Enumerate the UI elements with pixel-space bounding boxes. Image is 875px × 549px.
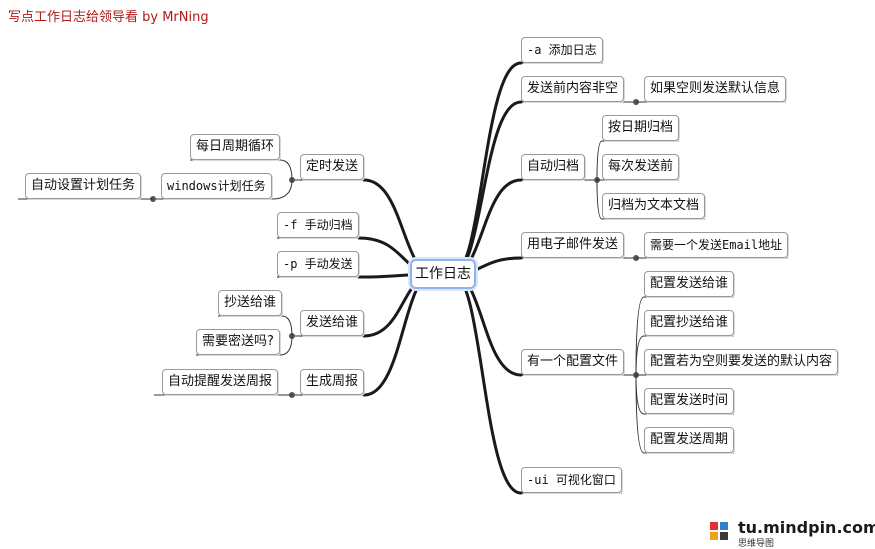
mindpin-logo-icon — [710, 522, 728, 540]
node-send-to-whom[interactable]: 发送给谁 — [300, 310, 365, 336]
node-content-nonempty[interactable]: 发送前内容非空 — [521, 76, 625, 102]
node-auto-schedule[interactable]: 自动设置计划任务 — [25, 173, 142, 199]
node-archive-as-text[interactable]: 归档为文本文档 — [602, 193, 706, 219]
node-add-log[interactable]: -a 添加日志 — [521, 37, 603, 63]
root-node[interactable]: 工作日志 — [410, 259, 476, 289]
edge-node-daily-loop — [279, 159, 293, 181]
node-config-default-content[interactable]: 配置若为空则要发送的默认内容 — [644, 349, 839, 375]
node-email-address[interactable]: 需要一个发送Email地址 — [644, 232, 789, 258]
edge-node-content-nonempty — [451, 100, 523, 276]
edge-node-config-send-time — [635, 374, 645, 415]
node-daily-loop[interactable]: 每日周期循环 — [190, 134, 281, 160]
page-title: 写点工作日志给领导看 by MrNing — [8, 10, 209, 25]
node-need-bcc[interactable]: 需要密送吗? — [196, 329, 280, 355]
node-auto-archive[interactable]: 自动归档 — [521, 154, 586, 180]
edge-node-archive-by-date — [596, 140, 603, 181]
node-weekly-report[interactable]: 生成周报 — [300, 369, 365, 395]
edge-node-need-bcc — [279, 335, 293, 356]
node-auto-remind-weekly[interactable]: 自动提醒发送周报 — [162, 369, 279, 395]
logo-subtitle: 思维导图 — [738, 539, 775, 549]
node-cc-to-whom[interactable]: 抄送给谁 — [218, 290, 283, 316]
node-send-by-email[interactable]: 用电子邮件发送 — [521, 232, 625, 258]
node-windows-task[interactable]: windows计划任务 — [161, 173, 272, 199]
edge-node-config-cc — [635, 335, 645, 376]
node-manual-archive[interactable]: -f 手动归档 — [277, 212, 359, 238]
node-manual-send[interactable]: -p 手动发送 — [277, 251, 359, 277]
node-config-cc[interactable]: 配置抄送给谁 — [644, 310, 735, 336]
node-default-info[interactable]: 如果空则发送默认信息 — [644, 76, 787, 102]
edge-node-windows-task — [271, 179, 293, 200]
node-config-recipient[interactable]: 配置发送给谁 — [644, 271, 735, 297]
logo-text: tu.mindpin.com — [738, 518, 875, 537]
brand-logo: tu.mindpin.com 思维导图 — [708, 518, 875, 549]
edge-node-config-send-period — [635, 374, 645, 454]
node-config-send-period[interactable]: 配置发送周期 — [644, 427, 735, 453]
node-visual-window[interactable]: -ui 可视化窗口 — [521, 467, 622, 493]
node-config-send-time[interactable]: 配置发送时间 — [644, 388, 735, 414]
node-config-file[interactable]: 有一个配置文件 — [521, 349, 625, 375]
edge-node-cc-to-whom — [281, 315, 293, 337]
node-archive-by-date[interactable]: 按日期归档 — [602, 115, 680, 141]
node-scheduled-send[interactable]: 定时发送 — [300, 154, 365, 180]
edge-node-archive-as-text — [596, 179, 603, 220]
node-before-send[interactable]: 每次发送前 — [602, 154, 680, 180]
edge-node-config-file — [451, 272, 523, 377]
edge-node-visual-window — [451, 272, 523, 495]
